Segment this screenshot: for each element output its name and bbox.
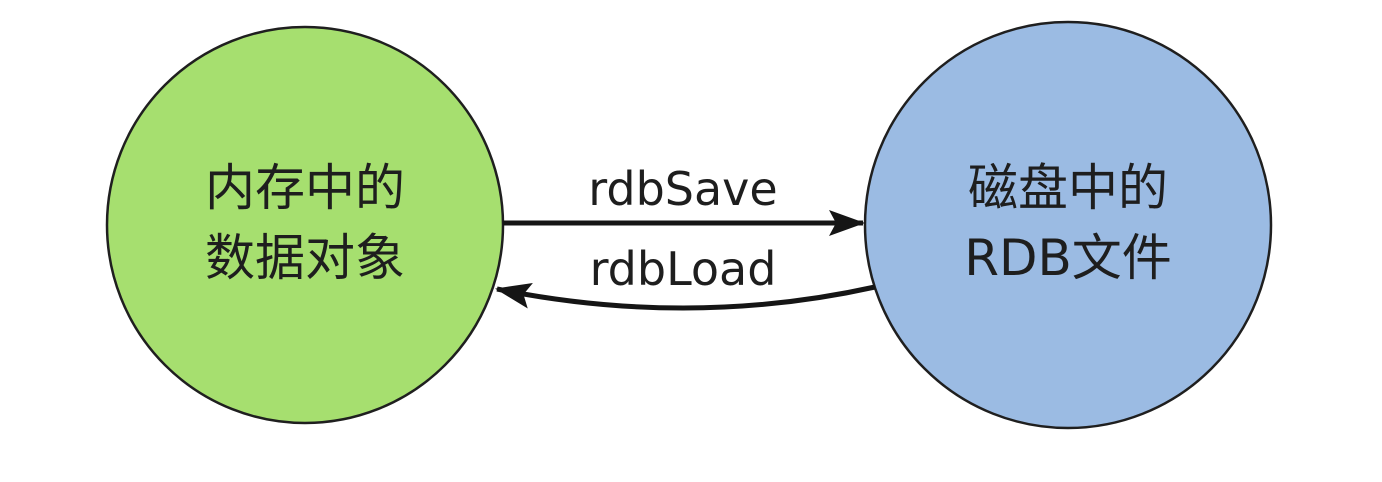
memory-node: 内存中的 数据对象	[105, 25, 505, 425]
memory-node-label-line-1: 内存中的	[205, 159, 405, 217]
save-edge: rdbSave	[503, 162, 865, 236]
load-edge-label: rdbLoad	[590, 242, 777, 296]
load-edge: rdbLoad	[495, 242, 876, 311]
disk-node: 磁盘中的 RDB文件	[863, 20, 1273, 430]
disk-node-label-line-2: RDB文件	[964, 229, 1172, 287]
load-arrow	[495, 282, 876, 311]
disk-node-label-line-1: 磁盘中的	[968, 159, 1168, 217]
memory-node-label-line-2: 数据对象	[205, 229, 405, 287]
save-edge-label: rdbSave	[588, 162, 777, 216]
disk-node-circle	[863, 20, 1273, 430]
memory-node-circle	[105, 25, 505, 425]
